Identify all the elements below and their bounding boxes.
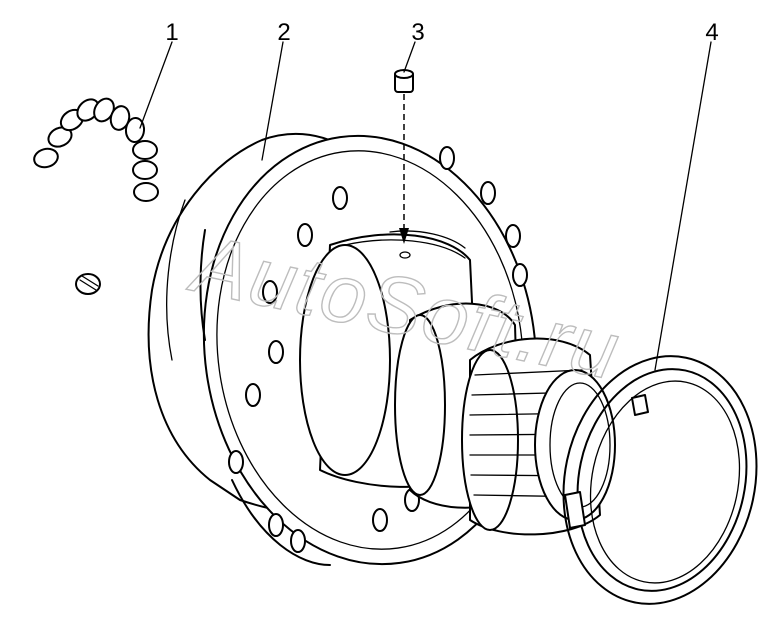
retaining-ring [562, 355, 758, 605]
callout-3: 3 [411, 19, 424, 46]
callout-2: 2 [277, 19, 290, 46]
leader-lines [139, 41, 712, 371]
set-screws [33, 97, 159, 295]
callout-4: 4 [705, 19, 718, 46]
callout-1: 1 [165, 19, 178, 46]
